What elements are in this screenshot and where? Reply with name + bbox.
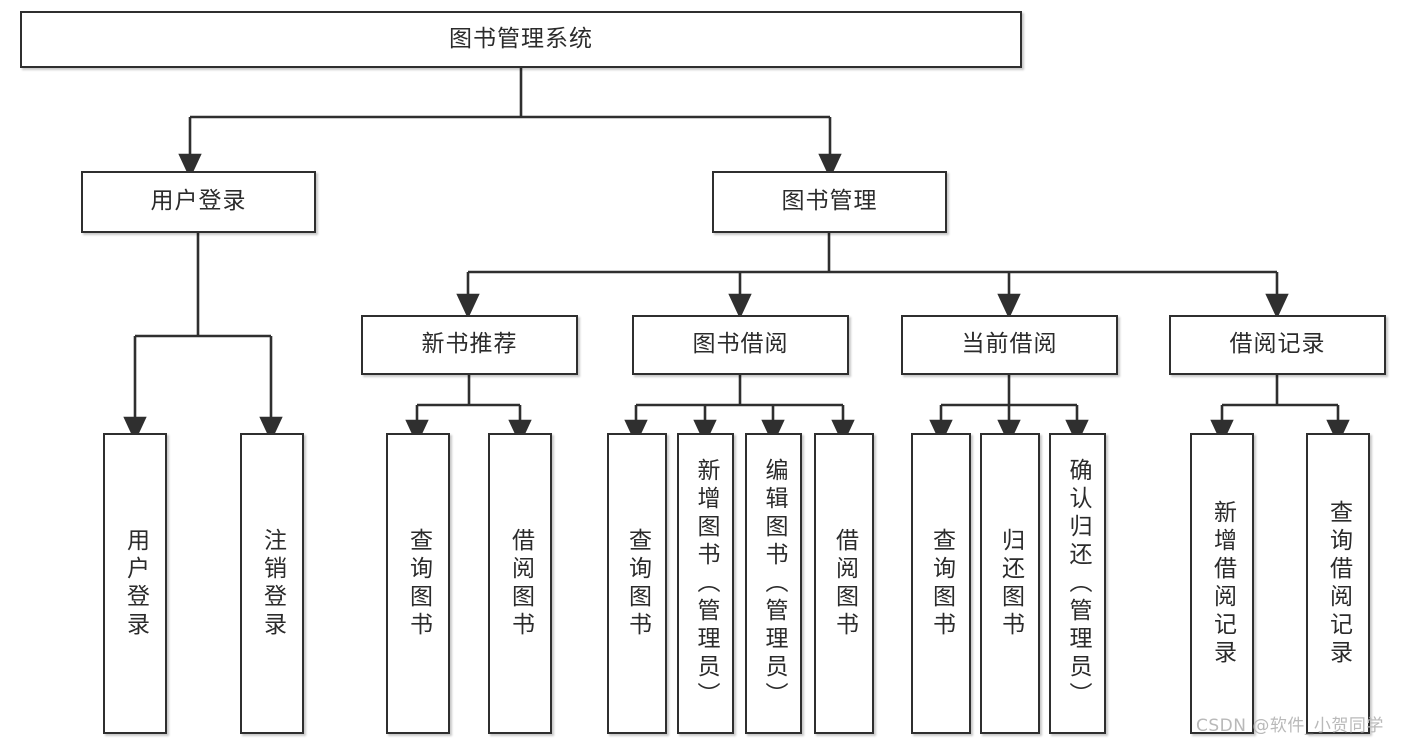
node-leaf-confirm-return-admin[interactable]: 确认归还（管理员）: [1049, 433, 1106, 734]
node-label: 归还图书: [997, 527, 1024, 640]
node-book-management[interactable]: 图书管理: [712, 171, 947, 233]
node-label: 图书借阅: [692, 331, 789, 358]
node-leaf-query-book-recommend[interactable]: 查询图书: [386, 433, 450, 734]
node-label: 借阅记录: [1229, 331, 1326, 358]
node-label: 查询图书: [624, 527, 651, 640]
node-label: 借阅图书: [831, 527, 858, 640]
node-borrow-record[interactable]: 借阅记录: [1169, 315, 1386, 375]
node-label: 借阅图书: [507, 527, 534, 640]
node-label: 当前借阅: [961, 331, 1058, 358]
node-label: 图书管理系统: [449, 25, 593, 52]
node-label: 查询图书: [928, 527, 955, 640]
node-label: 查询借阅记录: [1325, 499, 1352, 668]
node-leaf-query-book-borrow[interactable]: 查询图书: [607, 433, 667, 734]
node-label: 图书管理: [781, 188, 878, 215]
csdn-watermark: CSDN @软件_小贺同学: [1196, 716, 1384, 736]
node-label: 编辑图书（管理员）: [761, 457, 787, 710]
node-label: 新书推荐: [421, 331, 518, 358]
node-leaf-query-book-current[interactable]: 查询图书: [911, 433, 971, 734]
node-label: 查询图书: [405, 527, 432, 640]
node-leaf-user-login[interactable]: 用户登录: [103, 433, 167, 734]
node-user-login[interactable]: 用户登录: [81, 171, 316, 233]
node-leaf-query-borrow-record[interactable]: 查询借阅记录: [1306, 433, 1370, 734]
node-current-borrow[interactable]: 当前借阅: [901, 315, 1118, 375]
node-book-borrow[interactable]: 图书借阅: [632, 315, 849, 375]
node-new-book-recommend[interactable]: 新书推荐: [361, 315, 578, 375]
node-label: 用户登录: [150, 188, 247, 215]
node-leaf-edit-book-admin[interactable]: 编辑图书（管理员）: [745, 433, 802, 734]
node-leaf-borrow-book-recommend[interactable]: 借阅图书: [488, 433, 552, 734]
node-label: 用户登录: [122, 527, 149, 640]
node-leaf-add-borrow-record[interactable]: 新增借阅记录: [1190, 433, 1254, 734]
node-leaf-return-book[interactable]: 归还图书: [980, 433, 1040, 734]
node-leaf-logout[interactable]: 注销登录: [240, 433, 304, 734]
node-root-system[interactable]: 图书管理系统: [20, 11, 1022, 68]
node-leaf-add-book-admin[interactable]: 新增图书（管理员）: [677, 433, 734, 734]
node-label: 确认归还（管理员）: [1065, 457, 1091, 710]
node-label: 新增图书（管理员）: [693, 457, 719, 710]
node-label: 新增借阅记录: [1209, 499, 1236, 668]
node-label: 注销登录: [259, 527, 286, 640]
node-leaf-borrow-book[interactable]: 借阅图书: [814, 433, 874, 734]
